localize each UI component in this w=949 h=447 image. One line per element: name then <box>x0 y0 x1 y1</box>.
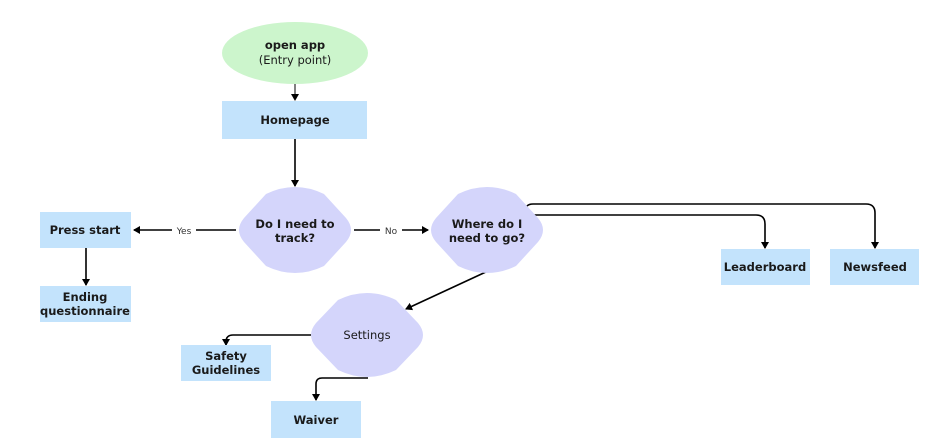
newsfeed-box <box>830 249 919 285</box>
safety-guidelines-node: Safety Guidelines <box>181 345 271 381</box>
edge-settings-to-waiver <box>312 377 368 401</box>
entry-title: open app <box>265 38 325 52</box>
leaderboard-box <box>721 249 810 285</box>
entry-node: open app (Entry point) <box>222 22 368 84</box>
decision-where-go-line1: Where do I <box>452 217 523 231</box>
safety-guidelines-line2: Guidelines <box>192 363 260 377</box>
press-start-label: Press start <box>50 223 121 237</box>
decision-need-track-shape <box>239 187 351 273</box>
safety-guidelines-box <box>181 345 271 381</box>
edge-label-yes: Yes <box>176 227 192 237</box>
decision-need-track-line1: Do I need to <box>255 217 334 231</box>
waiver-box <box>271 401 361 438</box>
decision-settings-shape <box>311 293 423 377</box>
decision-where-go-line2: need to go? <box>449 231 525 245</box>
ending-questionnaire-line1: Ending <box>63 290 108 304</box>
waiver-node: Waiver <box>271 401 361 438</box>
decision-settings-label: Settings <box>343 328 390 342</box>
edge-where-to-newsfeed <box>524 203 879 249</box>
newsfeed-label: Newsfeed <box>843 260 907 274</box>
homepage-label: Homepage <box>260 113 330 127</box>
homepage-box <box>222 101 367 139</box>
entry-ellipse <box>222 22 368 84</box>
homepage-node: Homepage <box>222 101 367 139</box>
entry-subtitle: (Entry point) <box>259 53 332 67</box>
edge-settings-to-safety <box>222 334 311 346</box>
edge-where-to-settings <box>405 270 489 311</box>
ending-questionnaire-box <box>40 286 131 322</box>
press-start-node: Press start <box>40 212 131 248</box>
decision-where-go-shape <box>431 187 543 273</box>
newsfeed-node: Newsfeed <box>830 249 919 285</box>
decision-need-track: Do I need to track? <box>239 187 351 273</box>
decision-need-track-line2: track? <box>275 231 315 245</box>
edge-where-to-leaderboard <box>531 214 769 249</box>
ending-questionnaire-node: Ending questionnaire <box>40 286 131 322</box>
safety-guidelines-line1: Safety <box>205 349 247 363</box>
decision-where-go: Where do I need to go? <box>431 187 543 273</box>
leaderboard-node: Leaderboard <box>721 249 810 285</box>
edge-label-no: No <box>385 227 398 237</box>
waiver-label: Waiver <box>294 413 339 427</box>
decision-settings: Settings <box>311 293 423 377</box>
leaderboard-label: Leaderboard <box>724 260 806 274</box>
ending-questionnaire-line2: questionnaire <box>40 304 130 318</box>
press-start-box <box>40 212 131 248</box>
